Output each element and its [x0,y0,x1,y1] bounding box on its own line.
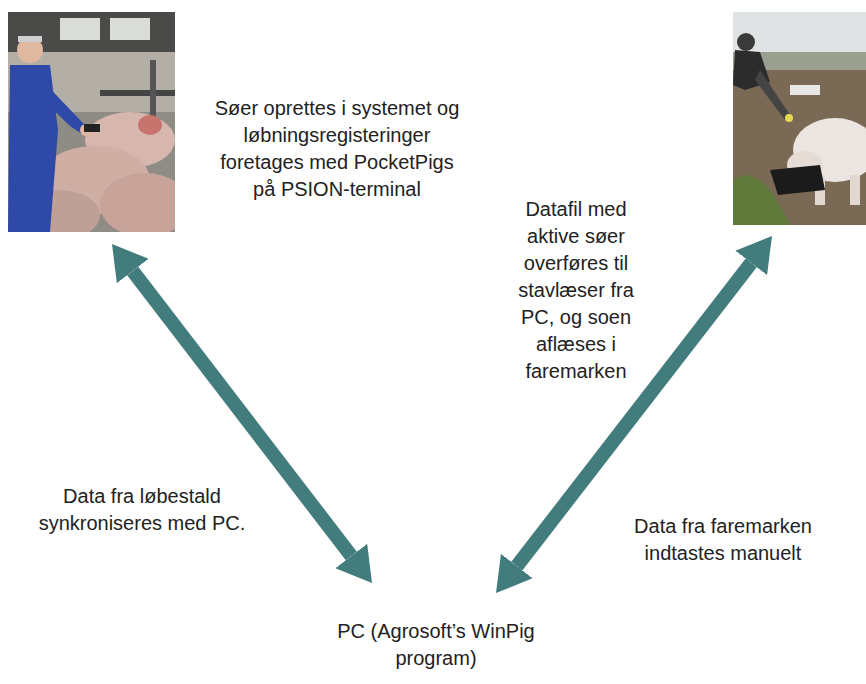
barn-photo [8,12,175,232]
label-text: Data fra faremarken indtastes manuelt [634,515,812,564]
label-text: Datafil med aktive søer overføres til st… [518,198,634,382]
label-text: Data fra løbestald synkroniseres med PC. [39,485,246,534]
field-photo [733,12,866,225]
step-note: Data fra løbestald synkroniseres med PC. [28,483,256,537]
system-label: PC (Agrosoft’s WinPig program) [300,618,572,672]
label-text: PC (Agrosoft’s WinPig program) [337,620,534,669]
label-text: Søer oprettes i systemet og løbningsregi… [215,97,460,200]
process-note: Datafil med aktive søer overføres til st… [500,196,652,385]
process-note: Søer oprettes i systemet og løbningsregi… [208,95,466,203]
step-note: Data fra faremarken indtastes manuelt [628,513,818,567]
